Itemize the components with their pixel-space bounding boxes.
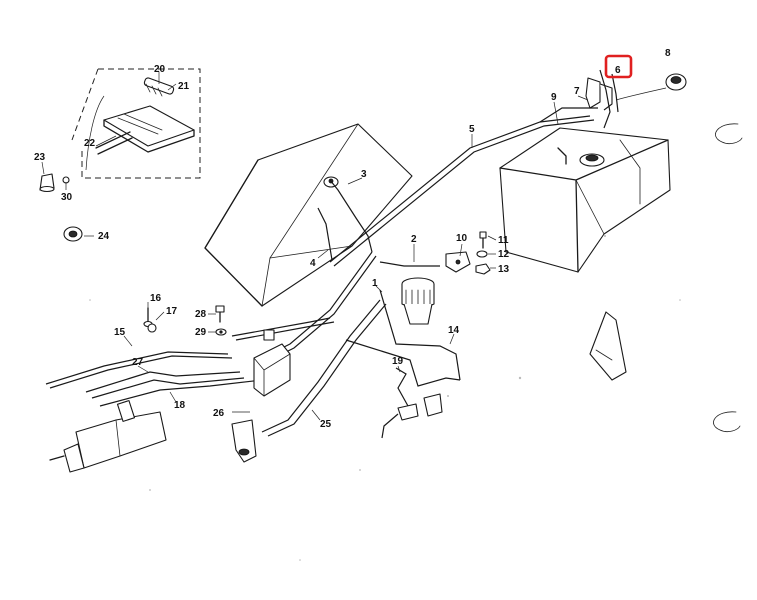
screw-part-28 bbox=[215, 305, 225, 323]
grommet-part-24 bbox=[63, 226, 83, 242]
fuel-filter bbox=[231, 329, 291, 463]
part-label-18: 18 bbox=[174, 400, 186, 411]
part-label-29: 29 bbox=[195, 327, 207, 338]
part-label-2: 2 bbox=[411, 234, 417, 245]
part-label-10: 10 bbox=[456, 233, 468, 244]
carburetor-assembly bbox=[49, 400, 167, 473]
part-label-28: 28 bbox=[195, 309, 207, 320]
part-label-6: 6 bbox=[615, 65, 621, 76]
part-label-13: 13 bbox=[498, 264, 510, 275]
part-label-7: 7 bbox=[574, 86, 580, 97]
part-label-21: 21 bbox=[178, 81, 190, 92]
part-label-4: 4 bbox=[310, 258, 316, 269]
part-label-9: 9 bbox=[551, 92, 557, 103]
leader-lines bbox=[41, 72, 589, 421]
scan-noise bbox=[89, 235, 681, 561]
part-label-14: 14 bbox=[448, 325, 460, 336]
part-label-11: 11 bbox=[498, 235, 509, 246]
part-label-16: 16 bbox=[150, 293, 162, 304]
bracket-part-10 bbox=[445, 251, 471, 273]
part-label-24: 24 bbox=[98, 231, 110, 242]
line-fitting bbox=[381, 393, 443, 439]
highlight-box-part-6 bbox=[604, 54, 633, 79]
washer-part-12 bbox=[476, 250, 488, 258]
part-label-15: 15 bbox=[114, 327, 126, 338]
part-label-25: 25 bbox=[320, 419, 332, 430]
part-label-17: 17 bbox=[166, 306, 178, 317]
right-fuel-tank bbox=[499, 127, 671, 273]
punch-hole-top bbox=[715, 123, 743, 145]
left-fuel-tank bbox=[204, 123, 413, 307]
nut-part-17 bbox=[147, 323, 157, 333]
shield-part bbox=[589, 311, 627, 381]
part-label-23: 23 bbox=[34, 152, 46, 163]
part-label-5: 5 bbox=[469, 124, 475, 135]
fuel-pump bbox=[401, 277, 435, 325]
punch-hole-bottom bbox=[713, 411, 741, 433]
part-labels: 20 21 22 23 30 24 3 4 5 9 7 8 6 2 10 11 … bbox=[34, 48, 671, 430]
fuel-lines bbox=[45, 107, 598, 437]
part-label-27: 27 bbox=[132, 357, 144, 368]
part-label-12: 12 bbox=[498, 249, 510, 260]
part-label-20: 20 bbox=[154, 64, 166, 75]
clamp-part-7 bbox=[585, 77, 613, 111]
part-label-30: 30 bbox=[61, 192, 73, 203]
hose-part-6 bbox=[599, 69, 619, 129]
part-label-3: 3 bbox=[361, 169, 367, 180]
washer-part-29 bbox=[215, 328, 227, 336]
part-label-26: 26 bbox=[213, 408, 225, 419]
part-label-1: 1 bbox=[372, 278, 378, 289]
cap-part-23 bbox=[39, 173, 55, 193]
part-label-8: 8 bbox=[665, 48, 671, 59]
bolt-part-11 bbox=[479, 231, 487, 249]
detail-inset bbox=[71, 68, 201, 179]
nut-part-13 bbox=[475, 263, 491, 275]
part-label-22: 22 bbox=[84, 138, 96, 149]
part-label-19: 19 bbox=[392, 356, 404, 367]
cap-part-8 bbox=[615, 73, 687, 101]
